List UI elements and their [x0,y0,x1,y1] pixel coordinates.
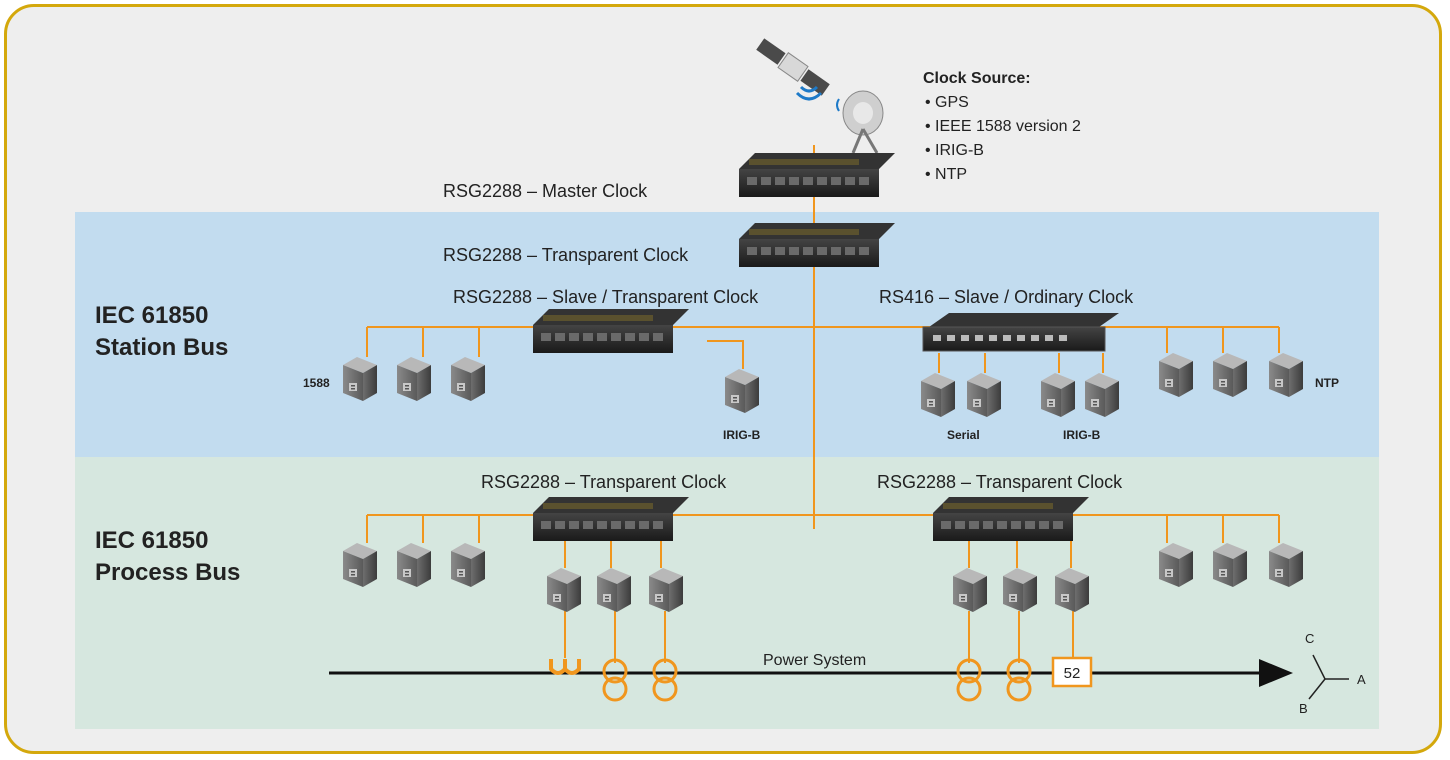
breaker-label: 52 [1064,665,1081,682]
transparent-clock-label: RSG2288 – Transparent Clock [443,245,689,265]
server-icon-serial-1 [921,373,955,417]
master-clock-label: RSG2288 – Master Clock [443,181,648,201]
slave-transparent-label: RSG2288 – Slave / Transparent Clock [453,287,759,307]
master-clock-switch [739,153,895,197]
voltage-transformer-icon [549,659,581,675]
server-icon [547,568,581,612]
process-bus-title-line1: IEC 61850 [95,527,208,554]
server-icon [397,543,431,587]
server-icon-1588 [343,357,377,401]
rs416-switch [922,313,1119,352]
process-left-switch [533,497,689,541]
server-icon [343,543,377,587]
clock-source-item-ntp: • NTP [925,166,967,183]
process-bus-band [75,457,1379,729]
process-right-label: RSG2288 – Transparent Clock [877,472,1123,492]
station-bus-band [75,212,1379,457]
phase-symbol-icon [1308,654,1349,700]
process-bus-title-line2: Process Bus [95,559,240,586]
clock-source-item-irigb: • IRIG-B [925,142,984,159]
clock-source-item-gps: • GPS [925,94,969,111]
clock-source-item-ieee: • IEEE 1588 version 2 [925,118,1081,135]
server-icon [649,568,683,612]
server-icon [1213,353,1247,397]
network-diagram: Clock Source: • GPS • IEEE 1588 version … [75,38,1379,729]
server-icon [1055,568,1089,612]
server-icon [451,357,485,401]
signal-icon [795,85,823,101]
server-icon [1159,353,1193,397]
diagram-frame: Clock Source: • GPS • IEEE 1588 version … [4,4,1442,754]
server-icon [1003,568,1037,612]
label-irigb-right: IRIG-B [1063,428,1101,442]
server-icon [1159,543,1193,587]
label-ntp: NTP [1315,376,1339,390]
rs416-label: RS416 – Slave / Ordinary Clock [879,287,1134,307]
server-icon [1269,543,1303,587]
server-icon-ntp [1269,353,1303,397]
server-icon [1213,543,1247,587]
process-right-switch [933,497,1089,541]
satellite-icon [756,38,830,96]
slave-transparent-switch [533,309,689,353]
phase-c-label: C [1305,631,1314,646]
server-icon [397,357,431,401]
phase-a-label: A [1357,672,1366,687]
label-irigb-left: IRIG-B [723,428,761,442]
server-icon [451,543,485,587]
transparent-clock-switch [739,223,895,267]
satellite-dish-icon [836,90,884,154]
phase-b-label: B [1299,701,1308,716]
station-bus-title-line1: IEC 61850 [95,302,208,329]
process-left-label: RSG2288 – Transparent Clock [481,472,727,492]
server-icon [597,568,631,612]
power-system-label: Power System [763,652,866,669]
server-icon-irigb-left [725,369,759,413]
label-serial: Serial [947,428,980,442]
station-bus-title-line2: Station Bus [95,334,228,361]
server-icon-serial-2 [967,373,1001,417]
server-icon-irigb-1 [1041,373,1075,417]
server-icon [953,568,987,612]
server-icon-irigb-2 [1085,373,1119,417]
arrow-head-icon [1259,659,1293,687]
network-links [366,145,1280,663]
clock-source-title: Clock Source: [923,70,1031,87]
label-1588: 1588 [303,376,330,390]
breaker-box [1051,656,1093,688]
